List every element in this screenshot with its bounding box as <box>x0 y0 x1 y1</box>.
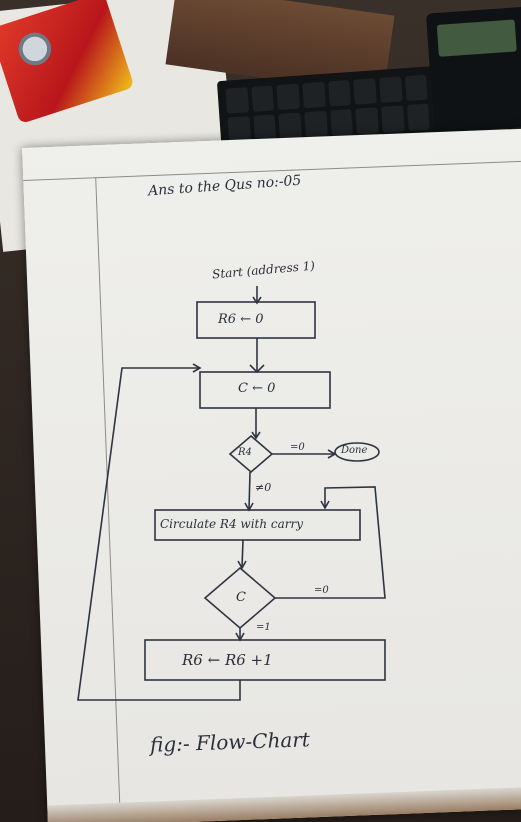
circulate-label: Circulate R4 with carry <box>160 517 304 531</box>
edge-r4-zero-label: =0 <box>290 442 305 453</box>
edge-c-zero-label: =0 <box>314 585 329 596</box>
r4-decision-label: R4 <box>238 447 252 458</box>
c-decision-label: C <box>236 590 246 605</box>
done-label: Done <box>341 445 368 456</box>
edge-c-one-label: =1 <box>256 622 271 633</box>
c-init-label: C ← 0 <box>238 381 276 396</box>
r6-init-label: R6 ← 0 <box>218 312 264 327</box>
calculator <box>425 6 521 134</box>
notebook-page <box>22 128 521 822</box>
page-left-margin-line <box>95 177 122 822</box>
snack-logo <box>10 24 59 73</box>
edge-r4-nonzero-label: ≠0 <box>255 481 272 494</box>
calculator-screen <box>436 19 517 57</box>
increment-label: R6 ← R6 +1 <box>182 651 273 669</box>
